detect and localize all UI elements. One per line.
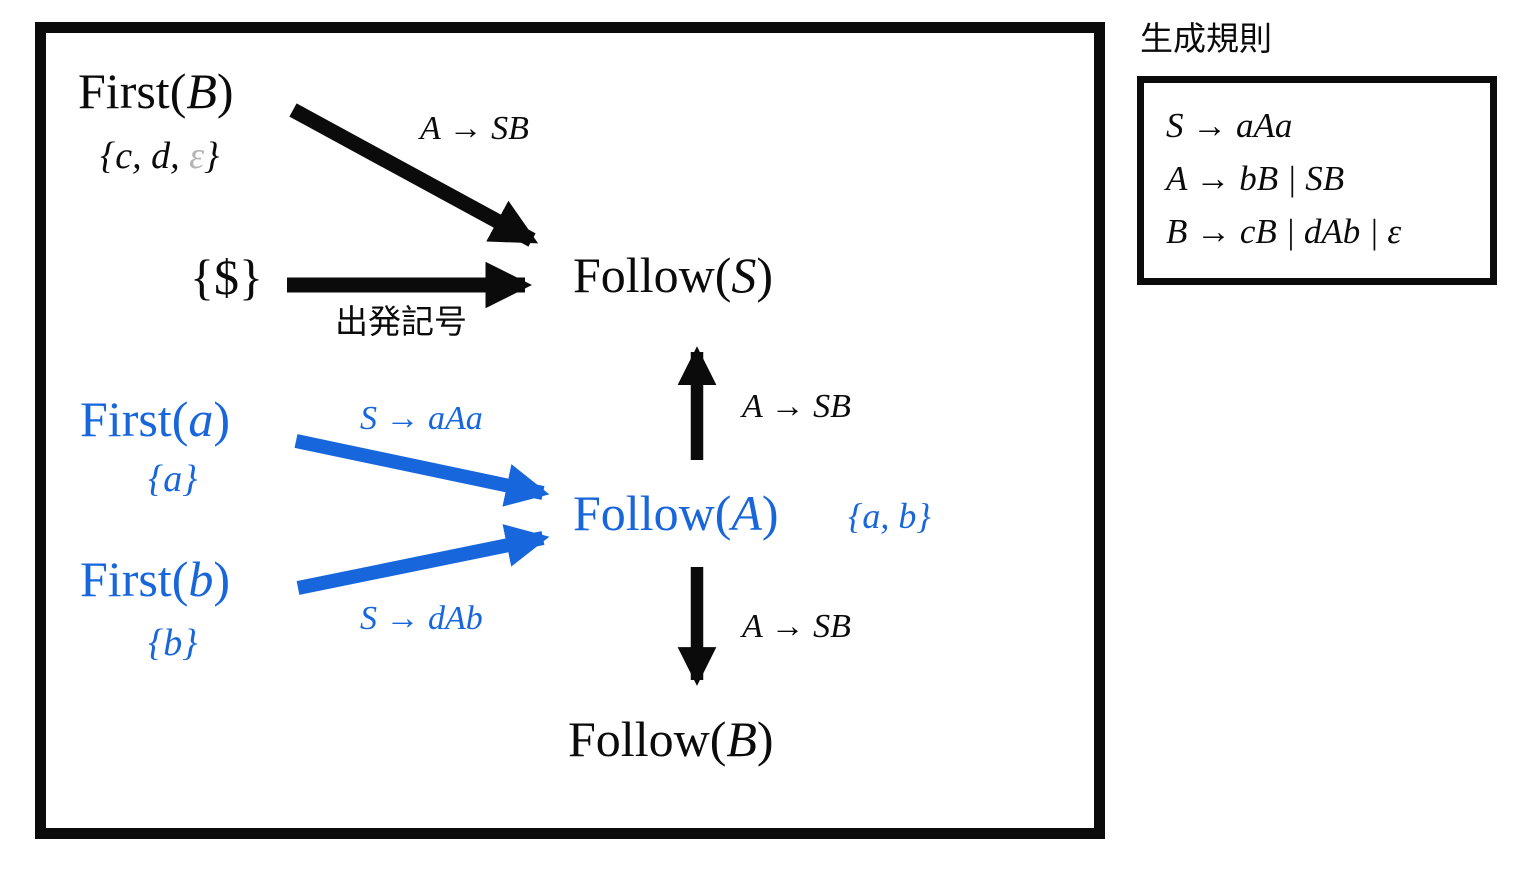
node-first-b-lower-arg: b — [188, 551, 214, 607]
node-follow-A-fn: Follow( — [573, 485, 732, 541]
node-first-a-close: ) — [213, 391, 231, 447]
node-follow-B-close: ) — [756, 711, 774, 767]
node-follow-A-close: ) — [761, 485, 779, 541]
edge-label-start-symbol: 出発記号 — [335, 302, 467, 341]
node-first-B-arg: B — [186, 63, 217, 119]
edge-label-followA-followS: A → SB — [742, 388, 851, 425]
node-first-a: First(a) — [80, 394, 230, 444]
set-first-B-epsilon: ε — [189, 135, 205, 177]
rule-S: S → aAa — [1166, 106, 1293, 145]
node-first-b-lower: First(b) — [80, 554, 230, 604]
edge-label-firstA-followA: S → aAa — [360, 400, 483, 437]
node-follow-A-arg: A — [731, 485, 762, 541]
node-first-b-lower-close: ) — [213, 551, 231, 607]
node-follow-A: Follow(A) — [573, 488, 779, 538]
node-first-B-fn: First( — [78, 63, 187, 119]
main-diagram-frame — [35, 22, 1105, 839]
set-follow-A: {a, b} — [848, 496, 931, 536]
node-start-set: {$} — [190, 249, 263, 305]
node-first-a-arg: a — [188, 391, 214, 447]
set-first-B-prefix: {c, d, — [100, 135, 190, 177]
node-follow-S-fn: Follow( — [573, 247, 732, 303]
set-first-b-lower: {b} — [148, 622, 198, 664]
node-first-b-lower-fn: First( — [80, 551, 189, 607]
node-first-B-close: ) — [216, 63, 234, 119]
node-follow-S-close: ) — [756, 247, 774, 303]
node-follow-S-arg: S — [731, 247, 757, 303]
edge-label-followA-followB: A → SB — [742, 608, 851, 645]
node-first-a-fn: First( — [80, 391, 189, 447]
node-follow-B-fn: Follow( — [568, 711, 727, 767]
node-first-B: First(B) — [78, 66, 234, 116]
node-follow-S: Follow(S) — [573, 250, 773, 300]
rules-box: S → aAa A → bB | SB B → cB | dAb | ε — [1137, 76, 1497, 285]
rules-panel-title: 生成規則 — [1140, 19, 1272, 58]
set-first-B-close: } — [204, 135, 220, 177]
set-first-B: {c, d, ε} — [100, 137, 219, 175]
node-follow-B: Follow(B) — [568, 714, 774, 764]
edge-label-firstB-followS: A → SB — [420, 110, 529, 147]
node-follow-B-arg: B — [726, 711, 757, 767]
rule-A: A → bB | SB — [1166, 159, 1345, 199]
rule-B: B → cB | dAb | ε — [1166, 212, 1402, 252]
set-first-a: {a} — [148, 458, 198, 500]
edge-label-firstb-followA: S → dAb — [360, 600, 483, 637]
